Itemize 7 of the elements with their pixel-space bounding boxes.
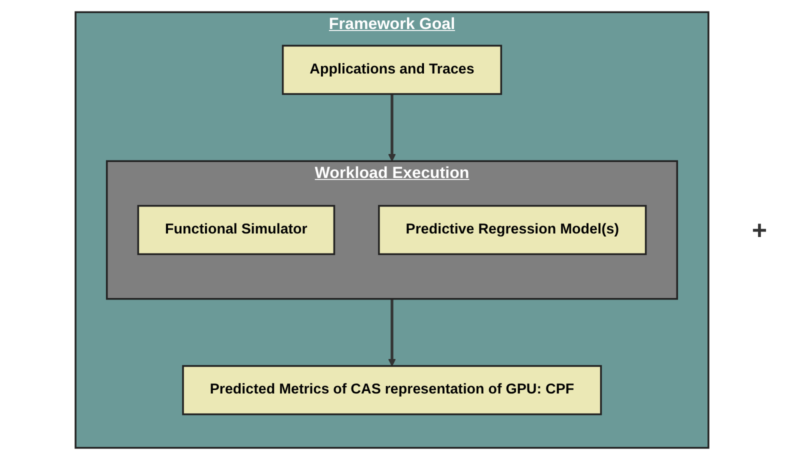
node-box: Functional Simulator (137, 204, 336, 256)
node-box: Applications and Traces (282, 44, 502, 95)
arrow (388, 94, 396, 162)
node-box: Predicted Metrics of CAS representation of GPU: CPF (182, 365, 602, 416)
arrow (388, 298, 396, 366)
plus-sign: + (752, 214, 768, 246)
node-box: Predictive Regression Model(s) (378, 204, 647, 256)
